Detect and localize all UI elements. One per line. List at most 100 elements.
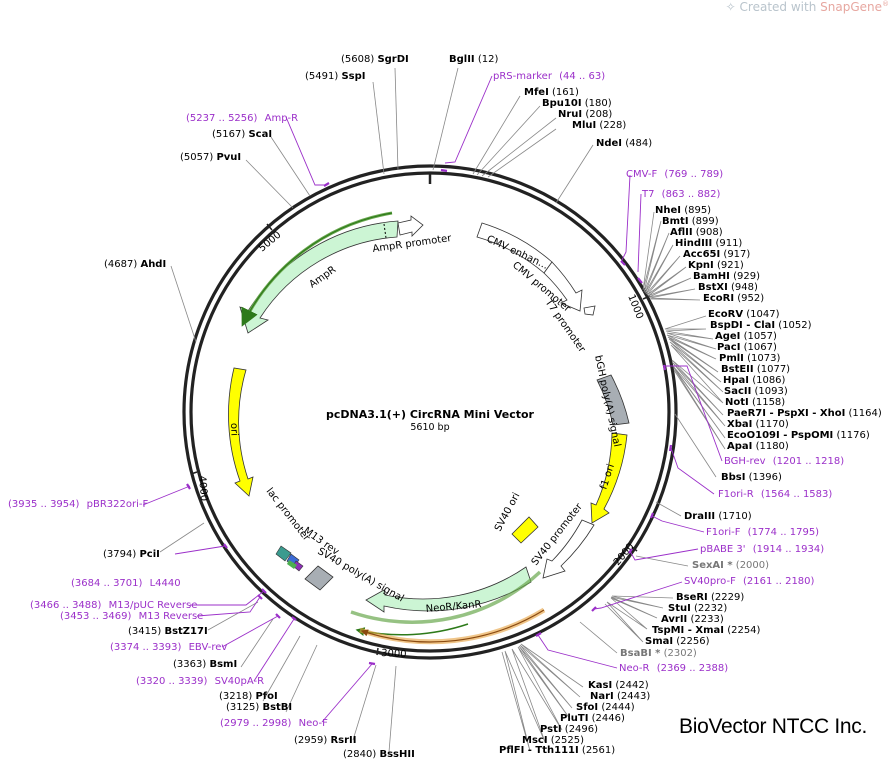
primer-amp-r: (5237 .. 5256) Amp-R [186,113,298,124]
primer-ebv-rev: (3374 .. 3393) EBV-rev [110,642,227,653]
site-bspdi-clai: BspDI - ClaI (1052) [710,320,812,331]
ampr-highlight-inner [242,212,393,325]
primer-mark-f1r [668,444,673,452]
site-bsabi: BsaBI * (2302) [620,648,697,659]
feature-t7-promoter [583,305,596,316]
primer-marks [186,168,673,666]
site-bsmi: (3363) BsmI [173,659,237,670]
lead-scai [270,136,311,197]
lead-bstbi [285,644,318,713]
snapgene-logo-icon: ✧ [725,0,736,14]
plead-cmvf [620,174,631,263]
feature-lac-promoter [275,545,292,562]
site-sfoi: SfoI (2444) [576,702,635,713]
lead-group2 [664,315,726,450]
plead-ampr [285,116,326,186]
site-mlui: MluI (228) [572,120,626,131]
site-bsshii: (2840) BssHII [343,749,415,760]
snapgene-watermark: ✧ Created with SnapGene® [725,0,889,14]
primer-m13-reverse: (3453 .. 3469) M13 Reverse [60,611,203,622]
site-pluti: PluTI (2446) [560,713,625,724]
primer-f1ori-f: F1ori-F (1774 .. 1795) [706,527,819,538]
plead-pbr [142,485,191,506]
site-pfoi: (3218) PfoI [219,691,278,702]
lead-mlui [487,128,557,178]
label-ori: ori [228,423,239,436]
plead-m13 [196,596,261,617]
primer-mark-neor [535,632,542,637]
tick-2000 [631,546,638,552]
site-msci: MscI (2525) [522,735,584,746]
site-agei: AgeI (1057) [715,331,777,342]
primer-mark-l4440 [223,543,228,549]
site-bstxi: BstXI (948) [698,282,758,293]
site-bmti: BmtI (899) [662,216,719,227]
plead-prs [444,75,493,164]
site-paer7i: PaeR7I - PspXI - XhoI (1164) [727,408,882,419]
site-avrii: AvrII (2233) [661,614,724,625]
feature-ori [228,367,254,497]
primer-m13-puc-reverse: (3466 .. 3488) M13/pUC Reverse [30,600,197,611]
site-ecori: EcoRI (952) [703,293,764,304]
site-sacii: SacII (1093) [724,386,788,397]
site-psti: PstI (2496) [540,724,598,735]
lead-rsrii [352,664,377,741]
backbone-outer-ring [182,164,678,660]
plasmid-name: pcDNA3.1(+) CircRNA Mini Vector [326,408,534,421]
label-lac-promoter: lac promoter [264,486,313,544]
site-ecorv: EcoRV (1047) [708,309,780,320]
site-leader-lines [159,67,726,753]
site-sexai: SexAI * (2000) [692,560,769,571]
feature-neor-kanr [365,566,532,613]
site-bbsi: BbsI (1396) [721,472,782,483]
label-ampr: AmpR [307,264,338,290]
plead-ebv [221,615,279,648]
lead-bglii [432,67,459,171]
lead-pfoi [262,635,301,702]
neor-orange-arrow [360,609,545,643]
company-name: BioVector NTCC Inc. [679,715,868,738]
primer-cmv-f: CMV-F (769 .. 789) [626,169,723,180]
site-stui: StuI (2232) [668,603,727,614]
primer-pbabe-3: pBABE 3' (1914 .. 1934) [700,544,824,555]
lead-sspi [372,81,385,175]
lead-draiii [655,501,682,517]
site-mfei: MfeI (161) [524,87,579,98]
tick-5000 [266,223,273,231]
plasmid-length: 5610 bp [410,422,449,433]
lead-sexai [635,555,689,567]
lead-bsmi [240,618,274,668]
lead-group1 [642,211,701,301]
site-kpni: KpnI (921) [688,260,744,271]
feature-bgh-polya [596,374,630,426]
tick-3000 [376,647,379,656]
lead-bsshii [388,665,397,753]
site-hpai: HpaI (1086) [723,375,786,386]
plead-f1r [670,447,715,495]
features [228,211,630,645]
lead-nrui [481,117,557,177]
site-ecoo109i: EcoO109I - PspOMI (1176) [727,430,870,441]
feature-sv40-ori [511,516,539,544]
primer-mark-sv40par [291,616,297,621]
lead-sgrdi [394,67,399,171]
plead-sv40f [593,581,683,610]
lead-ndei [555,144,594,204]
primer-t7: T7 (863 .. 882) [641,189,720,200]
lac-green-mark [287,560,297,569]
site-bseri: BseRI (2229) [676,592,744,603]
site-apai: ApaI (1180) [727,441,789,452]
feature-ampr-promoter [397,215,424,237]
site-pmli: PmlI (1073) [719,353,780,364]
primer-sv40pa-r: (3320 .. 3339) SV40pA-R [136,676,264,687]
label-neor-kanr: NeoR/KanR [425,599,482,615]
primer-mark-neof [368,661,376,666]
backbone-inner-ring [189,171,671,653]
site-sspi: (5491) SspI [305,71,366,82]
primer-f1ori-r: F1ori-R (1564 .. 1583) [718,489,832,500]
plead-l4440 [174,545,226,555]
site-noti: NotI (1158) [725,397,785,408]
lead-bpu10i [476,105,541,176]
tick-4000 [190,471,198,475]
plead-pbabe [629,548,699,561]
